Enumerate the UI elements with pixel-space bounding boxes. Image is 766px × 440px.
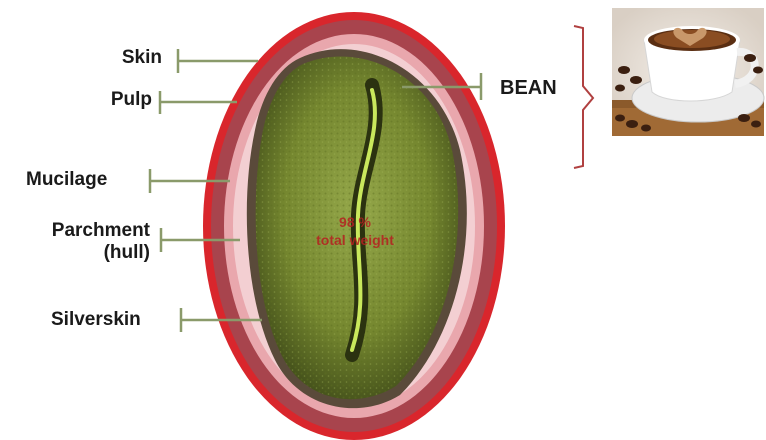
parchment-label: Parchment (hull) [10,220,150,264]
pulp-label: Pulp [84,89,152,111]
coffee-cup-photo [612,8,764,136]
silverskin-label: Silverskin [51,309,141,331]
parchment-label-line1: Parchment [10,220,150,242]
weight-caption: total weight [290,231,420,249]
skin-label: Skin [94,47,162,69]
mucilage-label: Mucilage [26,169,107,191]
bean-bracket [574,26,593,168]
bean-label: BEAN [500,77,557,99]
parchment-label-line2: (hull) [10,242,150,264]
skin-leader [178,49,258,73]
weight-percent: 98 % [290,213,420,231]
weight-annotation: 98 % total weight [290,213,420,249]
pulp-leader [160,91,237,114]
